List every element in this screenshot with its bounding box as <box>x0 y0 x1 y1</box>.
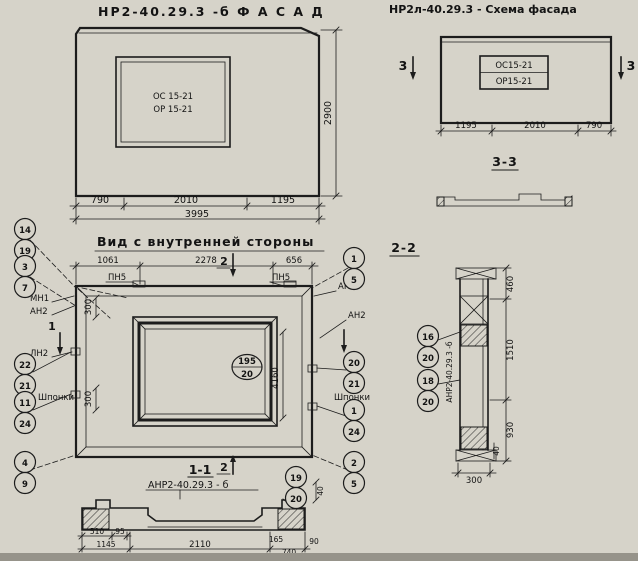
section-1-1-linework <box>77 478 320 553</box>
callout-number: 24 <box>348 428 360 438</box>
section-2-2-title: 2-2 <box>391 240 417 255</box>
section-3-3-drawing: 3-3 <box>436 154 573 207</box>
section-2-2-part-label: АНР2-40.29.3 -б <box>445 341 454 402</box>
callout-number: 18 <box>422 377 434 387</box>
callout-number: 2 <box>351 459 357 469</box>
callout-number: 14 <box>19 226 31 236</box>
facade-scheme-linework <box>410 35 624 137</box>
dim-2900: 2900 <box>323 101 334 125</box>
dim-1145: 1145 <box>96 540 115 549</box>
section-1-1-label: 1-1 <box>189 462 212 477</box>
dim-1061: 1061 <box>97 256 119 266</box>
label-an2-right: АН2 <box>348 311 366 321</box>
dim-90: 90 <box>309 537 319 546</box>
cut-1-mark-left: 1 <box>48 320 56 333</box>
callout-balloons-right: 1 5 20 21 1 24 2 5 <box>342 246 366 495</box>
dim-95: 95 <box>115 527 125 536</box>
callout-number: 21 <box>348 380 360 390</box>
dim-460: 460 <box>506 276 516 292</box>
dim-1195: 1195 <box>455 121 477 131</box>
callout-balloons-left: 14 19 3 7 22 21 11 24 4 9 <box>13 217 37 495</box>
label-pn5-right: ПН5 <box>272 273 290 283</box>
dim-300: 300 <box>466 476 482 486</box>
callout-number: 11 <box>19 399 31 409</box>
dim-1195: 1195 <box>271 195 295 206</box>
callout-balloon-19-20: 19 20 <box>284 465 308 510</box>
dim-300-top: 300 <box>84 299 94 315</box>
dim-740: 740 <box>282 548 297 557</box>
callout-number: 1 <box>351 407 357 417</box>
facade-scheme-window-mark-2: ОР15-21 <box>496 77 533 87</box>
label-pn5-left: ПН5 <box>108 273 126 283</box>
callout-center: 195 20 <box>231 353 263 381</box>
callout-number: 19 <box>290 474 302 484</box>
callout-number: 3 <box>22 263 28 273</box>
facade-scheme-title: НР2л-40.29.3 - Схема фасада <box>389 3 577 16</box>
dim-790: 790 <box>91 195 109 206</box>
section-3-mark-left: 3 <box>399 58 408 73</box>
facade-main-window-mark-1: ОС 15-21 <box>153 92 193 102</box>
callout-number: 16 <box>422 333 434 343</box>
section-1-1-part-label: АНР2-40.29.3 - б <box>148 480 229 491</box>
callout-number: 7 <box>22 284 28 294</box>
dim-4160: 4160 <box>271 367 281 389</box>
callout-number: 21 <box>19 382 31 392</box>
dim-2010: 2010 <box>174 195 198 206</box>
dim-2110: 2110 <box>189 540 211 550</box>
callout-number: 5 <box>351 276 357 286</box>
section-2-2-drawing: 2-2 <box>389 240 516 486</box>
callout-number: 19 <box>19 247 31 257</box>
cut-2-mark-bottom: 2 <box>220 461 228 474</box>
facade-main-linework <box>69 26 343 225</box>
callout-number: 24 <box>19 420 31 430</box>
label-shponki-left: Шпонки <box>38 393 74 403</box>
dim-790: 790 <box>586 121 602 131</box>
cut-2-mark-top: 2 <box>220 255 228 268</box>
facade-main-window-mark-2: ОР 15-21 <box>153 105 192 115</box>
label-shponki-right: Шпонки <box>334 393 370 403</box>
callout-number: 20 <box>290 495 302 505</box>
inner-view-linework <box>29 239 349 478</box>
label-mn1: МН1 <box>30 294 49 304</box>
facade-main-title: НР2-40.29.3 -б Ф А С А Д <box>98 4 325 19</box>
callout-balloons-2-2: 16 20 18 20 <box>416 324 440 413</box>
inner-view-title: Вид с внутренней стороны <box>97 234 314 249</box>
dim-2278: 2278 <box>195 256 217 266</box>
facade-scheme-window-mark-1: ОС15-21 <box>495 61 532 71</box>
callout-number: 20 <box>241 370 253 380</box>
callout-number: 195 <box>238 357 256 367</box>
dim-656: 656 <box>286 256 302 266</box>
dim-930: 930 <box>506 422 516 438</box>
dim-40: 40 <box>492 446 501 456</box>
dim-3995: 3995 <box>185 209 209 220</box>
section-1-1-drawing: АНР2-40.29.3 - б <box>77 465 325 557</box>
facade-main-drawing: НР2-40.29.3 -б Ф А С А Д <box>69 4 343 225</box>
section-2-2-linework <box>389 255 512 478</box>
callout-number: 20 <box>422 398 434 408</box>
scan-shadow <box>0 553 638 561</box>
section-3-3-linework <box>436 169 573 207</box>
callout-number: 20 <box>422 354 434 364</box>
inner-view-drawing: Вид с внутренней стороны <box>13 217 370 495</box>
dim-40: 40 <box>316 486 325 496</box>
label-an2-left: АН2 <box>30 307 48 317</box>
callout-number: 5 <box>351 480 357 490</box>
callout-number: 20 <box>348 359 360 369</box>
callout-number: 4 <box>22 459 28 469</box>
dim-300-bottom: 300 <box>84 391 94 407</box>
dim-1510: 1510 <box>506 339 516 361</box>
facade-scheme-drawing: НР2л-40.29.3 - Схема фасада 3 3 ОС15-21 … <box>389 3 636 137</box>
dim-510: 510 <box>90 527 105 536</box>
section-3-mark-right: 3 <box>627 58 636 73</box>
label-ln2: ЛН2 <box>30 349 48 359</box>
dim-2010: 2010 <box>524 121 546 131</box>
callout-number: 22 <box>19 361 31 371</box>
dim-165: 165 <box>269 535 284 544</box>
section-3-3-title: 3-3 <box>492 154 518 169</box>
callout-number: 1 <box>351 255 357 265</box>
callout-number: 9 <box>22 480 28 490</box>
